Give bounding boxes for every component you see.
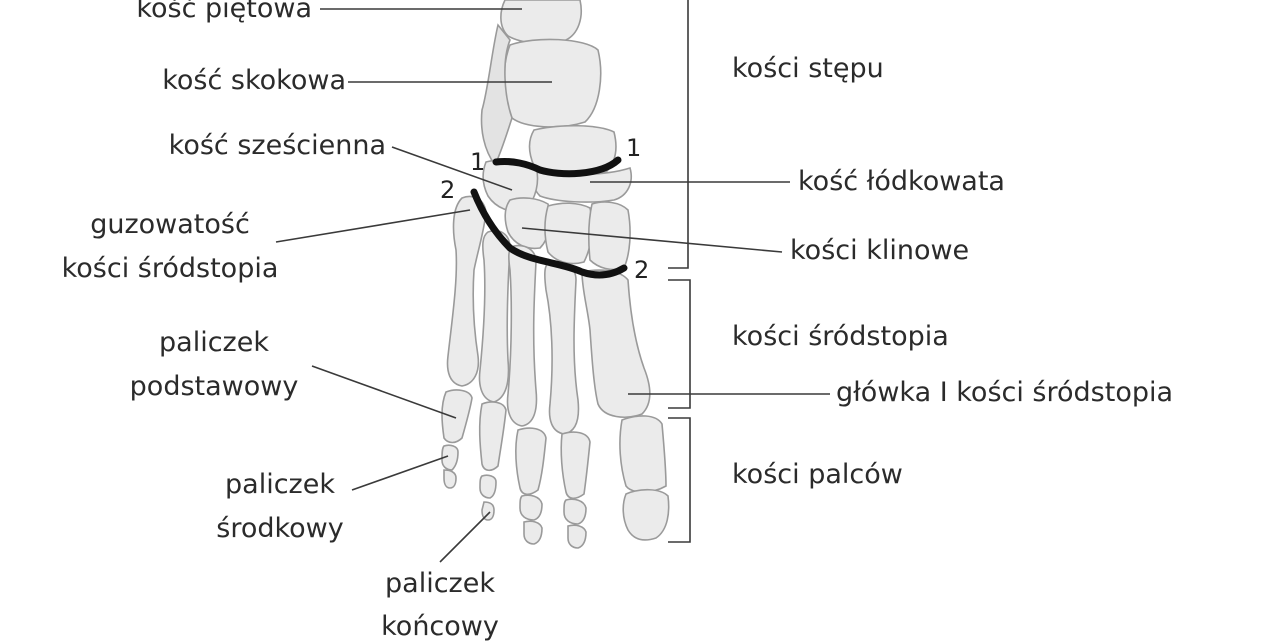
label-navicular: kość łódkowata — [798, 166, 1005, 197]
label-cuneiform: kości klinowe — [790, 235, 970, 266]
metatarsal-3 — [506, 244, 538, 427]
label-distal-phalanx-line1: paliczek — [385, 568, 495, 599]
brace-toes — [668, 417, 691, 543]
leader-middle-phalanx — [351, 455, 449, 491]
label-tuberosity-line1: guzowatość — [90, 209, 250, 240]
label-tarsal-bones: kości stępu — [732, 53, 884, 84]
label-metatarsal-bones: kości śródstopia — [732, 321, 949, 352]
leader-cuboid — [391, 146, 513, 191]
metatarsal-2 — [544, 260, 580, 435]
brace-metatarsal — [668, 279, 691, 409]
joint-line-2-left-number: 2 — [440, 176, 456, 204]
label-proximal-phalanx-line1: paliczek — [159, 327, 269, 358]
joint-line-1-left-number: 1 — [470, 148, 486, 176]
joint-line-1-right-number: 1 — [626, 134, 642, 162]
toe-2-phalanges — [560, 431, 591, 549]
label-toe-bones: kości palców — [732, 459, 903, 490]
joint-line-1 — [492, 156, 622, 178]
metatarsal-1 — [581, 269, 651, 418]
toe-4-phalanges — [478, 401, 507, 521]
joint-line-2 — [470, 188, 628, 279]
calcaneus-bone — [500, 0, 582, 45]
label-calcaneus: kość piętowa — [136, 0, 312, 24]
navicular-bone — [528, 124, 632, 203]
label-first-metatarsal-head: główka I kości śródstopia — [836, 377, 1174, 408]
leader-tuberosity — [275, 209, 471, 243]
leader-distal-phalanx — [439, 511, 491, 563]
label-middle-phalanx-line1: paliczek — [225, 469, 335, 500]
leader-cuneiform — [521, 227, 783, 253]
talus-bone — [503, 38, 602, 128]
brace-tarsal — [668, 0, 689, 269]
toe-1-phalanges — [619, 415, 670, 541]
label-proximal-phalanx-line2: podstawowy — [129, 371, 299, 402]
label-talus: kość skokowa — [162, 65, 346, 96]
label-tuberosity-line2: kości śródstopia — [61, 253, 279, 284]
metatarsal-4 — [478, 230, 511, 403]
toe-3-phalanges — [515, 427, 547, 545]
label-distal-phalanx-line2: końcowy — [381, 611, 499, 642]
metatarsal-5 — [446, 195, 487, 387]
label-cuboid: kość sześcienna — [168, 130, 386, 161]
toe-5-phalanges — [441, 389, 473, 489]
joint-line-2-right-number: 2 — [634, 256, 650, 284]
label-middle-phalanx-line2: środkowy — [216, 513, 344, 544]
leader-proximal-phalanx — [311, 365, 457, 419]
